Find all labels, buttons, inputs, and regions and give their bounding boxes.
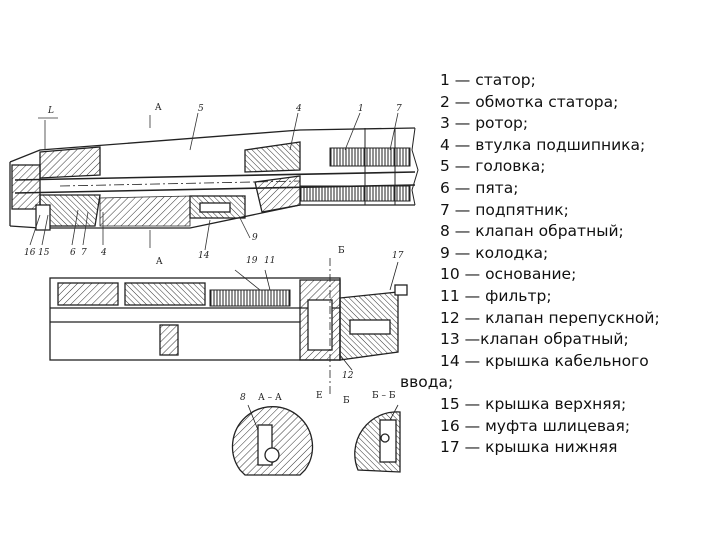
- legend-item-2: 2 — обмотка статора;: [440, 92, 619, 111]
- label-4: 4: [295, 104, 302, 114]
- label-L: L: [47, 106, 54, 116]
- label-12: 12: [342, 371, 354, 381]
- label-E: Е: [316, 391, 323, 401]
- label-1: 1: [358, 104, 364, 114]
- motor-labels: L A 5 4 1 7 16 15 6 7 4 A 14 9: [24, 103, 402, 267]
- legend-item-11: 11 — фильтр;: [440, 286, 552, 305]
- label-16: 16: [24, 248, 36, 258]
- label-A-mid: A: [155, 257, 163, 267]
- legend-item-1: 1 — статор;: [440, 71, 536, 89]
- legend-item-10: 10 — основание;: [440, 265, 577, 284]
- label-15: 15: [38, 248, 50, 258]
- legend-item-17: 17 — крышка нижняя: [440, 438, 618, 457]
- motor-callouts: [29, 112, 399, 251]
- legend-item-5: 5 — головка;: [440, 157, 546, 176]
- legend-item-4: 4 — втулка подшипника;: [440, 135, 646, 154]
- motor-assembly: [9, 127, 419, 231]
- legend-item-14: 14 — крышка кабельного: [440, 351, 649, 370]
- label-5: 5: [198, 104, 204, 114]
- label-4-low: 4: [100, 248, 107, 258]
- legend-item-6: 6 — пята;: [440, 178, 519, 197]
- label-7-top: 7: [396, 104, 402, 114]
- label-11: 11: [264, 256, 275, 266]
- label-9: 9: [252, 233, 258, 243]
- label-7: 7: [81, 248, 87, 258]
- base-assembly: [49, 258, 408, 395]
- legend-item-13: 13 —клапан обратный;: [440, 330, 629, 349]
- label-B-low: Б: [343, 396, 350, 406]
- label-19: 19: [246, 256, 258, 266]
- label-section-A-A: А – А: [258, 393, 282, 403]
- section-B-B: [354, 404, 401, 473]
- legend-item-14-cont: ввода;: [400, 373, 454, 392]
- section-A-A: [231, 404, 314, 476]
- legend-item-16: 16 — муфта шлицевая;: [440, 416, 631, 435]
- legend-item-3: 3 — ротор;: [440, 114, 529, 133]
- label-8: 8: [240, 393, 246, 403]
- legend: 1 — статор; 2 — обмотка статора; 3 — рот…: [400, 70, 718, 459]
- label-A-top: A: [154, 103, 162, 113]
- label-14: 14: [198, 251, 210, 261]
- legend-item-15: 15 — крышка верхняя;: [440, 394, 627, 413]
- legend-item-9: 9 — колодка;: [440, 243, 549, 262]
- label-17: 17: [392, 251, 404, 261]
- label-B-mid: Б: [338, 246, 345, 256]
- base-labels: 19 11 Б 17 12 Е Б: [246, 246, 404, 406]
- legend-item-8: 8 — клапан обратный;: [440, 222, 624, 241]
- legend-item-12: 12 — клапан перепускной;: [440, 308, 660, 327]
- legend-item-7: 7 — подпятник;: [440, 200, 569, 219]
- label-6: 6: [70, 248, 76, 258]
- label-section-B-B: Б – Б: [372, 391, 396, 401]
